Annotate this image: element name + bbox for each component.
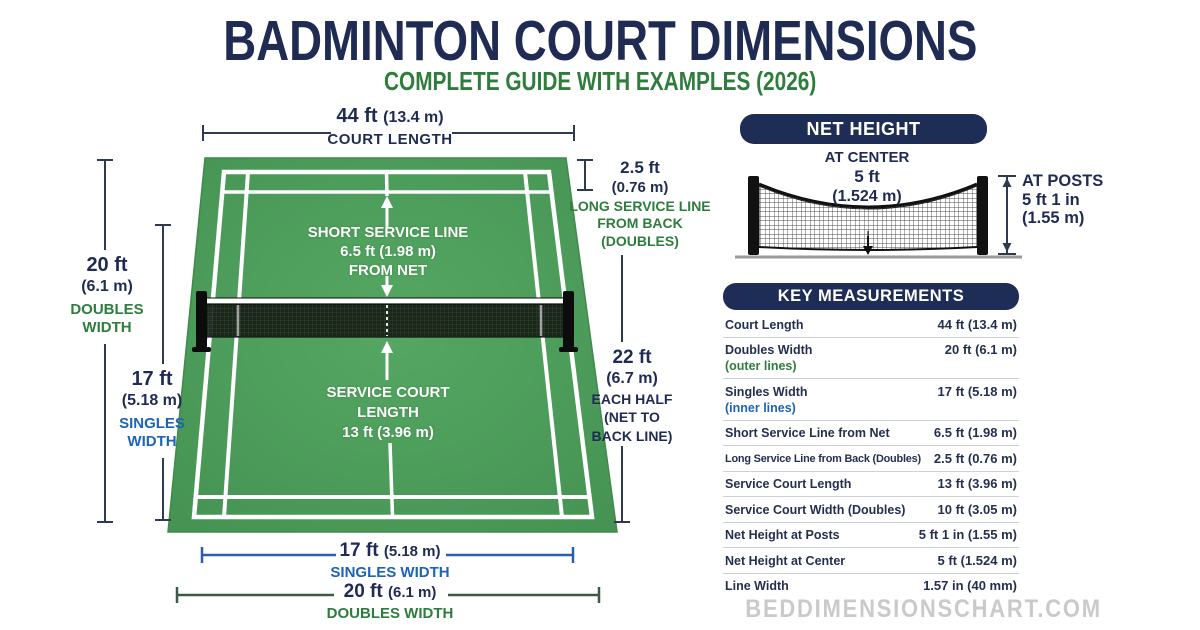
table-row: Net Height at Center 5 ft (1.524 m) bbox=[723, 548, 1019, 574]
court-length-value: 44 ft (13.4 m) bbox=[336, 105, 444, 127]
doubles-width-bottom-dimension: 20 ft (6.1 m) DOUBLES WIDTH bbox=[326, 581, 454, 622]
doubles-width-left-dimension: 20 ft (6.1 m) DOUBLES WIDTH bbox=[70, 254, 144, 337]
court-diagram bbox=[167, 157, 618, 533]
table-row: Line Width 1.57 in (40 mm) bbox=[725, 578, 1017, 593]
table-row: Service Court Length 13 ft (3.96 m) bbox=[723, 472, 1019, 497]
page-title: BADMINTON COURT DIMENSIONS bbox=[222, 9, 978, 73]
singles-width-bottom-dimension: 17 ft (5.18 m) SINGLES WIDTH bbox=[330, 540, 450, 581]
subtitle-wrap: COMPLETE GUIDE WITH EXAMPLES (2026) bbox=[0, 66, 1200, 97]
net-height-header: NET HEIGHT bbox=[740, 114, 987, 144]
table-row: Short Service Line from Net 6.5 ft (1.98… bbox=[723, 421, 1019, 446]
singles-width-left-dimension: 17 ft (5.18 m) SINGLES WIDTH bbox=[119, 368, 185, 451]
table-row: Doubles Width (outer lines) 20 ft (6.1 m… bbox=[723, 338, 1019, 379]
header: BADMINTON COURT DIMENSIONS bbox=[0, 8, 1200, 74]
table-row: Court Length 44 ft (13.4 m) bbox=[723, 312, 1019, 338]
dimension-lines bbox=[97, 125, 630, 523]
net-at-center-label: AT CENTER 5 ft (1.524 m) bbox=[824, 149, 910, 205]
table-row: Service Court Width (Doubles) 10 ft (3.0… bbox=[723, 497, 1019, 523]
court-length-label: COURT LENGTH bbox=[327, 131, 453, 148]
net-illustration bbox=[735, 175, 1022, 259]
annotation-arrows bbox=[381, 196, 393, 380]
watermark: BEDDIMENSIONSCHART.COM bbox=[745, 595, 1102, 623]
bottom-singles-dimension bbox=[200, 547, 575, 563]
key-measurements-header: KEY MEASUREMENTS bbox=[723, 283, 1019, 310]
service-court-annotation: SERVICE COURT LENGTH 13 ft (3.96 m) bbox=[326, 384, 450, 441]
page-subtitle: COMPLETE GUIDE WITH EXAMPLES (2026) bbox=[383, 66, 817, 96]
table-row: Long Service Line from Back (Doubles) 2.… bbox=[723, 446, 1019, 472]
each-half-dimension: 22 ft (6.7 m) EACH HALF (NET TO BACK LIN… bbox=[591, 347, 673, 444]
net-at-posts-label: AT POSTS 5 ft 1 in (1.55 m) bbox=[1022, 172, 1104, 227]
key-measurements-table: Court Length 44 ft (13.4 m) Doubles Widt… bbox=[723, 312, 1019, 598]
bottom-doubles-dimension bbox=[175, 587, 601, 603]
table-row: Net Height at Posts 5 ft 1 in (1.55 m) bbox=[723, 523, 1019, 548]
long-service-line-dimension: 2.5 ft (0.76 m) LONG SERVICE LINE FROM B… bbox=[569, 158, 711, 249]
short-service-annotation: SHORT SERVICE LINE 6.5 ft (1.98 m) FROM … bbox=[307, 224, 469, 279]
court-net bbox=[192, 291, 578, 352]
table-row: Singles Width (inner lines) 17 ft (5.18 … bbox=[723, 379, 1019, 421]
